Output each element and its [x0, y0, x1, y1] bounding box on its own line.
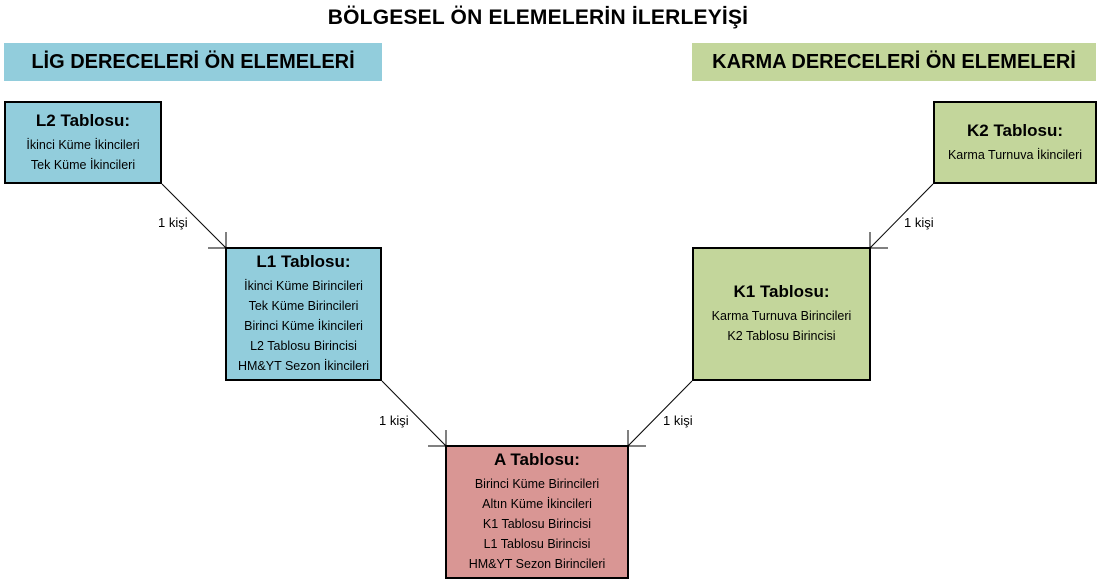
- arrow-l2-to-l1: [161, 183, 227, 249]
- karma-banner: KARMA DERECELERİ ÖN ELEMELERİ: [692, 43, 1096, 81]
- page-title: BÖLGESEL ÖN ELEMELERİN İLERLEYİŞİ: [327, 6, 749, 29]
- box-line: Tek Küme Birincileri: [248, 299, 359, 313]
- box-line: L2 Tablosu Birincisi: [250, 339, 357, 353]
- box-line: Birinci Küme İkincileri: [244, 319, 363, 333]
- box-title: K2 Tablosu:: [966, 120, 1064, 140]
- box-line: HM&YT Sezon Birincileri: [468, 557, 606, 571]
- box-lines: Karma Turnuva İkincileri: [948, 145, 1082, 165]
- k1-table-box: K1 Tablosu: Karma Turnuva Birincileri K2 …: [692, 247, 871, 381]
- box-title: L2 Tablosu:: [35, 110, 131, 130]
- box-line: HM&YT Sezon İkincileri: [237, 359, 370, 373]
- box-line: Altın Küme İkincileri: [482, 497, 592, 511]
- edge-label-k2-k1: 1 kişi: [904, 215, 934, 230]
- box-line: K2 Tablosu Birincisi: [727, 329, 836, 343]
- box-line: Birinci Küme Birincileri: [474, 477, 600, 491]
- box-title: K1 Tablosu:: [733, 282, 830, 301]
- lig-banner: LİG DERECELERİ ÖN ELEMELERİ: [4, 43, 382, 81]
- box-line: Tek Küme İkincileri: [30, 157, 136, 172]
- arrow-l1-to-a: [381, 380, 447, 447]
- edge-label-l2-l1: 1 kişi: [158, 215, 188, 230]
- k2-table-box: K2 Tablosu: Karma Turnuva İkincileri: [933, 101, 1097, 184]
- box-line: İkinci Küme İkincileri: [26, 137, 140, 152]
- edge-label-l1-a: 1 kişi: [379, 413, 409, 428]
- edge-label-k1-a: 1 kişi: [663, 413, 693, 428]
- box-title: A Tablosu:: [494, 450, 580, 469]
- arrow-k1-to-a: [627, 380, 693, 447]
- arrow-k2-to-k1: [869, 183, 934, 249]
- box-line: İkinci Küme Birincileri: [244, 279, 363, 293]
- box-line: K1 Tablosu Birincisi: [482, 517, 592, 531]
- box-lines: Karma Turnuva Birincileri K2 Tablosu Biri…: [712, 306, 852, 346]
- box-line: L1 Tablosu Birincisi: [483, 537, 591, 551]
- box-line: Karma Turnuva İkincileri: [947, 147, 1083, 162]
- box-title: L1 Tablosu:: [256, 252, 351, 271]
- box-line: Karma Turnuva Birincileri: [711, 309, 852, 323]
